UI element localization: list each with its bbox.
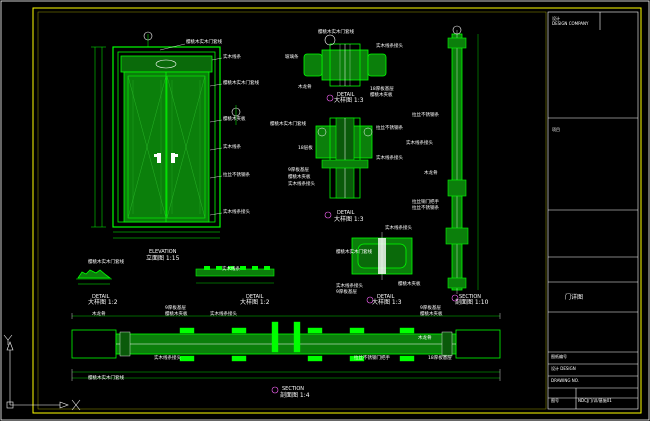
callout-label: 拉丝不锈钢条 — [412, 206, 439, 211]
title-block-sheet-name: 门详图 — [565, 294, 584, 301]
title-block-row: DRAWING NO. — [551, 378, 579, 383]
detail-lower-view — [351, 232, 413, 304]
title-block-drawing-no-label: 图号 — [551, 398, 559, 403]
callout-label: 樱桃木实木门套线 — [88, 260, 124, 265]
callout-label: 拉丝不锈钢条 — [412, 113, 439, 118]
title-block-row: 图纸编号 — [551, 354, 567, 359]
callout-label: 实木线条接头 — [210, 312, 237, 317]
section-scale: 剖面图 1:10 — [455, 299, 489, 306]
title-block-project: 项目 — [552, 127, 560, 132]
detail-scale: 大样图 1:2 — [88, 299, 118, 306]
detail-title: DETAIL — [337, 92, 355, 98]
callout-label: 木龙骨 — [92, 312, 106, 317]
detail-scale: 大样图 1:3 — [334, 216, 364, 223]
elevation-view — [91, 31, 241, 239]
detail-title: DETAIL — [246, 294, 264, 300]
callout-label: 实木线条 — [223, 145, 241, 150]
section-bottom-view — [71, 313, 501, 394]
callout-label: 实木线条接头 — [376, 44, 403, 49]
callout-label: 木龙骨 — [298, 85, 312, 90]
section-title: SECTION — [459, 294, 482, 300]
drawing-border — [32, 7, 642, 414]
detail-scale: 大样图 1:3 — [372, 299, 402, 306]
callout-label: 樱桃木实木门套线 — [88, 376, 124, 381]
detail-top-view — [303, 34, 387, 102]
title-block-company-sub: DESIGN COMPANY — [552, 21, 589, 26]
detail-1-2-view — [76, 269, 112, 285]
detail-strip-view — [195, 266, 275, 284]
callout-label: 实木线条接头 — [336, 284, 363, 289]
callout-label: 实木线条接头 — [376, 156, 403, 161]
detail-title: DETAIL — [337, 210, 355, 216]
callout-label: 18厚板基层 — [428, 356, 452, 361]
callout-label: 实木线条接头 — [223, 210, 250, 215]
detail-title: DETAIL — [92, 294, 110, 300]
callout-label: 木龙骨 — [418, 336, 432, 341]
callout-label: 木龙骨 — [424, 171, 438, 176]
title-block-company: 设计 — [552, 16, 560, 21]
callout-label: 实木线条接头 — [406, 141, 433, 146]
detail-scale: 大样图 1:3 — [334, 97, 364, 104]
callout-label: 樱桃木实木门套线 — [270, 122, 306, 127]
ucs-axis-icon — [3, 334, 81, 411]
callout-label: 樱桃木夹板 — [288, 175, 311, 180]
callout-label: 拉丝不锈钢条 — [376, 126, 403, 131]
callout-label: 樱桃木实木门套线 — [318, 30, 354, 35]
callout-label: 18厚板基层 — [370, 87, 394, 92]
callout-label: 实木线条接头 — [154, 356, 181, 361]
callout-label: 拉丝不锈钢门把手 — [354, 356, 390, 361]
title-block-row: 设计 DESIGN — [551, 366, 576, 371]
callout-label: 樱桃木夹板 — [165, 312, 188, 317]
callout-label: 樱桃木夹板 — [223, 117, 246, 122]
title-block-drawing-no: NDCJ门/详/基施01 — [578, 398, 612, 403]
detail-middle-view — [315, 117, 373, 219]
callout-label: 樱桃木夹板 — [398, 282, 421, 287]
callout-label: 实木线条 — [222, 267, 240, 272]
callout-label: 樱桃木夹板 — [370, 93, 393, 98]
detail-scale: 大样图 1:2 — [240, 299, 270, 306]
section-title: SECTION — [282, 386, 305, 392]
inner-border — [37, 11, 547, 410]
callout-label: 樱桃木实木门套线 — [336, 250, 372, 255]
callout-label: 实木线条接头 — [288, 182, 315, 187]
callout-label: 玻璃条 — [285, 55, 299, 60]
detail-title: DETAIL — [377, 294, 395, 300]
callout-label: 樱桃木实木门套线 — [223, 81, 259, 86]
elevation-title: ELEVATION — [149, 249, 177, 255]
callout-label: 18层板 — [298, 146, 313, 151]
callout-label: 樱桃木夹板 — [420, 312, 443, 317]
callout-label: 拉丝铜门把手 — [412, 200, 439, 205]
callout-label: 樱桃木实木门套线 — [186, 40, 222, 45]
section-right-view — [445, 25, 479, 302]
callout-label: 9厚板基层 — [420, 306, 441, 311]
elevation-scale: 立面图 1:15 — [146, 255, 180, 262]
callout-label: 9厚板基层 — [336, 290, 357, 295]
callout-label: 9厚板基层 — [165, 306, 186, 311]
callout-label: 拉丝不锈钢条 — [223, 173, 250, 178]
callout-label: 实木线条 — [223, 55, 241, 60]
section-scale: 剖面图 1:4 — [280, 392, 310, 399]
title-block — [547, 11, 639, 410]
callout-label: 9厚板基层 — [288, 168, 309, 173]
callout-label: 实木线条接头 — [385, 226, 412, 231]
